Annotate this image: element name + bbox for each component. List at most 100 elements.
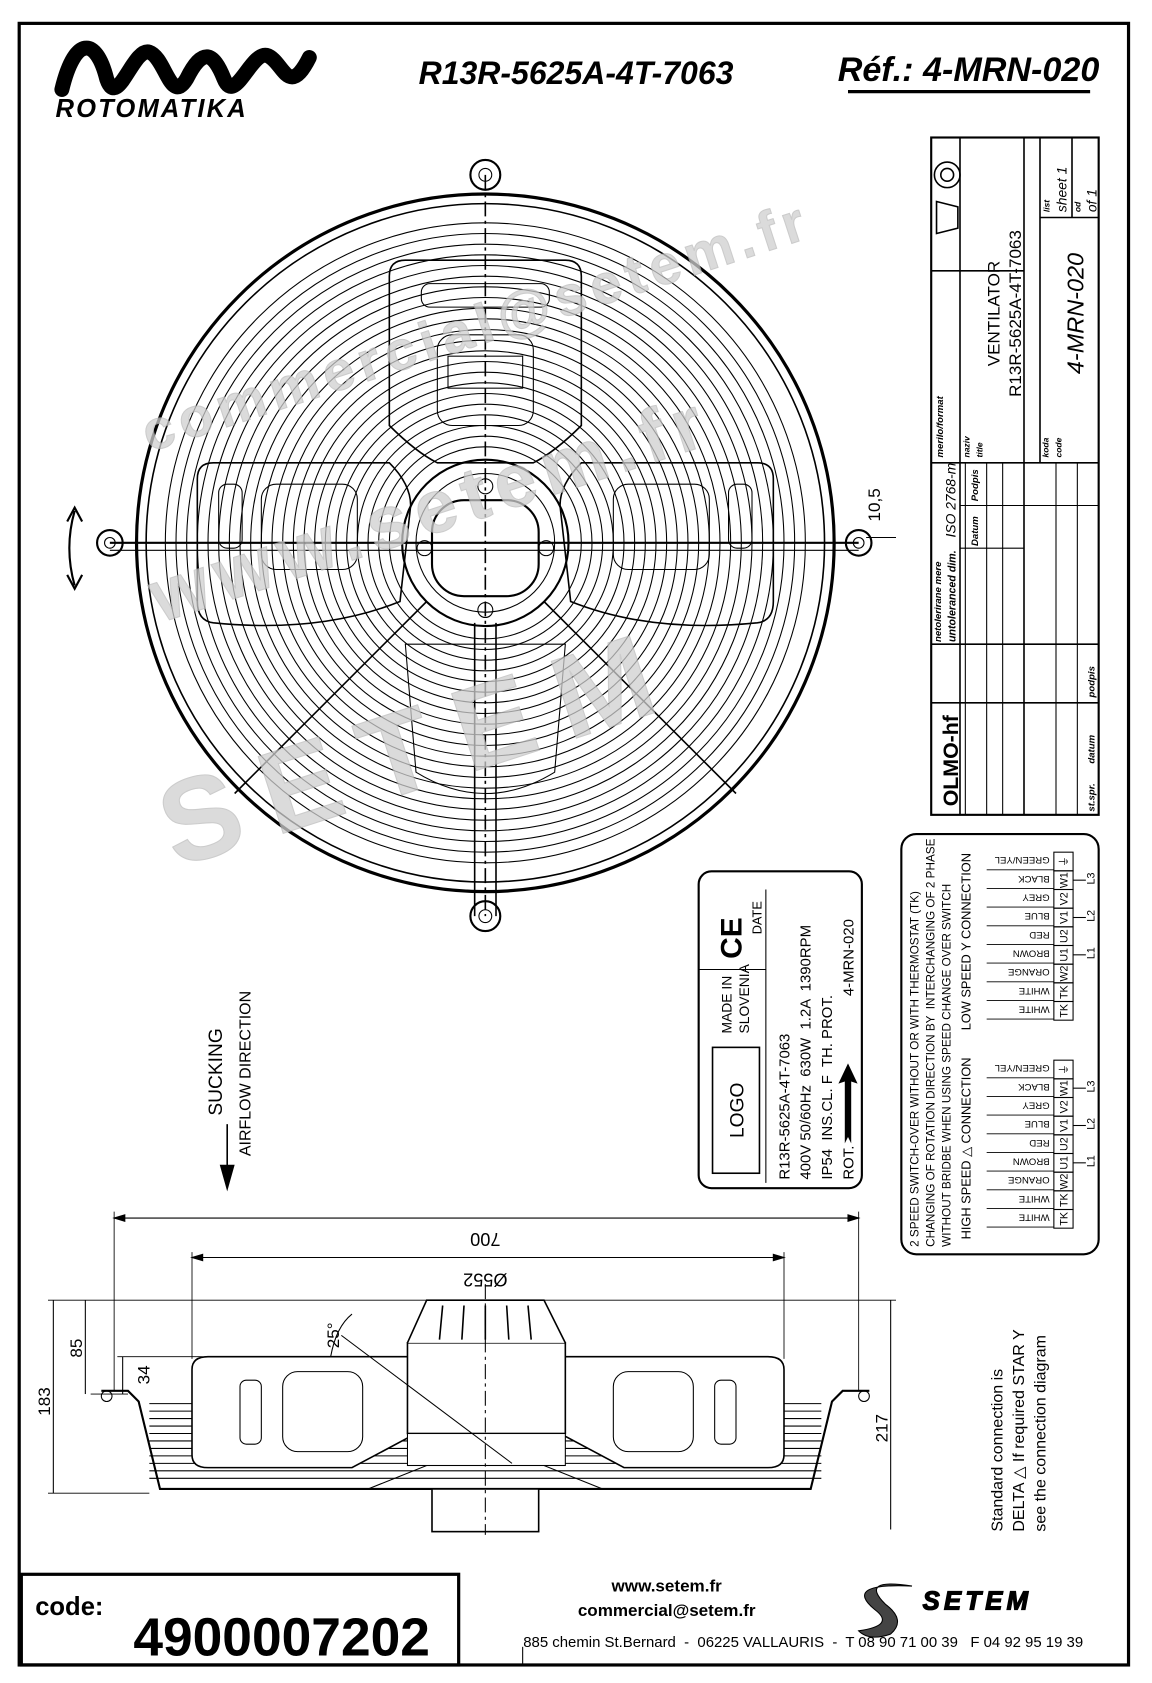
nameplate: LOGO MADE IN SLOVENIA CE DATE R13R-5625A…	[697, 870, 863, 1190]
title-block-text: netolerirane mere untoleranced dim. ISO …	[933, 167, 1100, 812]
connection-note-line1: Standard connection is	[990, 1369, 1007, 1532]
terminal-label: W1	[1059, 1080, 1071, 1096]
tb-datum: Datum	[970, 516, 981, 546]
tb-code-label-en: code	[1053, 437, 1063, 457]
wire-color-label: BLUE	[1025, 1118, 1050, 1129]
nameplate-country: SLOVENIA	[736, 963, 752, 1033]
fan-side-view	[48, 1211, 896, 1535]
terminal-box	[1053, 851, 1074, 872]
terminal-label: U2	[1059, 1137, 1071, 1151]
terminal-label: TK	[1059, 1004, 1071, 1018]
wiring-line1: 2 SPEED SWITCH-OVER WITHOUT OR WITH THER…	[908, 891, 921, 1247]
tb-code-label-sl: koda	[1041, 437, 1051, 457]
nameplate-line1: R13R-5625A-4T-7063	[776, 1034, 793, 1180]
wire-color-label: BROWN	[1013, 948, 1050, 959]
wire-color-label: RED	[1029, 1137, 1049, 1148]
dim-width: 700	[470, 1229, 500, 1249]
ce-mark-icon: CE	[715, 917, 748, 958]
terminal-label: TK	[1059, 1193, 1071, 1207]
low-speed-label: LOW SPEED Y CONNECTION	[959, 853, 974, 1030]
nameplate-date: DATE	[750, 901, 765, 934]
code-value: 4900007202	[133, 1608, 430, 1667]
terminal-label: V2	[1059, 1100, 1071, 1113]
phase-label: L1	[1085, 947, 1097, 959]
title-block	[930, 136, 1100, 816]
setem-logo-text: SETEM	[923, 1588, 1033, 1616]
tb-sheet: sheet 1	[1054, 167, 1070, 212]
nameplate-logo: LOGO	[727, 1083, 748, 1138]
tb-standard: ISO 2768-m	[943, 463, 959, 538]
tb-podpis: Podpis	[970, 469, 981, 501]
tb-title-label-en: title	[974, 442, 984, 457]
tb-sheet-label: list	[1042, 199, 1052, 212]
phase-label: L3	[1085, 1081, 1097, 1093]
watermark-email: commercial@setem.fr	[134, 188, 819, 463]
phase-label: L1	[1085, 1155, 1097, 1167]
wire-color-label: BLACK	[1018, 873, 1050, 884]
terminal-label: W1	[1059, 872, 1071, 888]
wire-color-label: WHITE	[1019, 1004, 1050, 1015]
rotation-arrow-icon	[66, 505, 84, 591]
wire-color-label: GREEN/YEL	[994, 1062, 1050, 1073]
dim-diameter: Ø552	[463, 1270, 507, 1290]
terminal-label: U1	[1059, 948, 1071, 962]
terminal-label: W2	[1059, 965, 1071, 981]
code-box	[19, 1572, 461, 1667]
wire-color-label: WHITE	[1019, 985, 1050, 996]
terminal-label: U1	[1059, 1156, 1071, 1170]
nameplate-line3: IP54 INS.CL. F TH. PROT.	[819, 995, 836, 1180]
terminal-label: ⏚	[1059, 1064, 1071, 1075]
dim-height-217: 217	[872, 1414, 891, 1442]
terminal-label: U2	[1059, 929, 1071, 943]
connection-note-line3: see the connection diagram	[1032, 1335, 1049, 1532]
dim-height-total: 183	[35, 1387, 54, 1415]
footer-address: 885 chemin St.Bernard - 06225 VALLAURIS …	[523, 1634, 1083, 1651]
wire-color-label: BLACK	[1018, 1081, 1050, 1092]
tb-of-label: od	[1073, 201, 1083, 212]
terminal-label: TK	[1059, 985, 1071, 999]
terminal-label: V1	[1059, 911, 1071, 924]
tb-title-line2: R13R-5625A-4T-7063	[1006, 230, 1025, 397]
tb-title-line1: VENTILATOR	[984, 261, 1003, 366]
tb-of: of 1	[1084, 189, 1100, 212]
wiring-line3: WITHOUT BRIDBE WHEN USING SPEED CHANGE O…	[940, 884, 953, 1247]
terminal-label: W2	[1059, 1173, 1071, 1189]
tb-scale-label: merilo/format	[935, 395, 946, 457]
nameplate-ref: 4-MRN-020	[840, 919, 857, 996]
terminal-label: V2	[1059, 892, 1071, 905]
sheet-frame	[17, 21, 1131, 1667]
dim-height-85: 85	[67, 1339, 86, 1358]
terminal-label: TK	[1059, 1212, 1071, 1226]
terminal-label: V1	[1059, 1119, 1071, 1132]
airflow-arrow-icon	[219, 1124, 235, 1192]
wire-color-label: GREEN/YEL	[994, 854, 1050, 865]
tb-tolerance-en: untoleranced dim.	[947, 550, 959, 642]
footer-website[interactable]: www.setem.fr	[611, 1576, 723, 1595]
setem-logo: SETEM	[857, 1583, 1033, 1638]
wire-color-label: ORANGE	[1008, 966, 1050, 977]
terminal-label: ⏚	[1059, 856, 1071, 867]
tb-code: 4-MRN-020	[1063, 253, 1089, 374]
airflow-sucking: SUCKING	[206, 1028, 227, 1115]
footer-email[interactable]: commercial@setem.fr	[578, 1601, 756, 1620]
phase-label: L2	[1085, 1118, 1097, 1130]
wire-color-label: GREY	[1022, 892, 1050, 903]
nameplate-made-in: MADE IN	[719, 976, 735, 1034]
wiring-line2: CHANGING OF ROTATION DIRECTION BY INTERC…	[924, 838, 937, 1246]
terminal-box	[1053, 1059, 1074, 1080]
phase-label: L2	[1085, 910, 1097, 922]
dim-angle: 25°	[324, 1322, 343, 1348]
tb-tolerance-sl: netolerirane mere	[933, 561, 944, 642]
wiring-diagram: 2 SPEED SWITCH-OVER WITHOUT OR WITH THER…	[900, 832, 1100, 1256]
wire-color-label: BLUE	[1025, 910, 1050, 921]
wire-color-label: ORANGE	[1008, 1174, 1050, 1185]
code-label: code:	[35, 1593, 103, 1621]
high-speed-label: HIGH SPEED △ CONNECTION	[959, 1057, 974, 1239]
wire-color-label: RED	[1029, 929, 1049, 940]
nameplate-rot: ROT.	[840, 1146, 857, 1180]
fan-front-view	[96, 158, 873, 933]
model-title: R13R-5625A-4T-7063	[419, 55, 734, 91]
connection-note-line2: DELTA △ If required STAR Y	[1011, 1329, 1028, 1532]
reference-number: Réf.: 4-MRN-020	[838, 51, 1100, 89]
